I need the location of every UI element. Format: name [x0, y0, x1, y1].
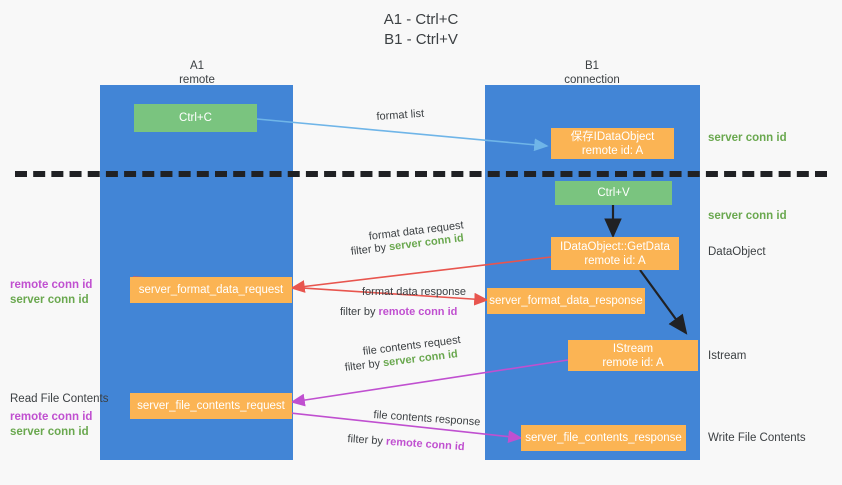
- label-server-conn-id-top: server conn id: [708, 132, 787, 144]
- node-server-format-data-response[interactable]: server_format_data_response: [487, 288, 645, 314]
- node-save-idataobject-line2: remote id: A: [581, 144, 644, 157]
- node-server-format-data-request[interactable]: server_format_data_request: [130, 277, 292, 303]
- label-istream: Istream: [708, 350, 747, 362]
- edge-label-file-contents-response-filter: filter by remote conn id: [347, 432, 465, 455]
- phase-divider: [15, 171, 827, 177]
- label-server-conn-id-mid: server conn id: [708, 210, 787, 222]
- node-idataobject-getdata[interactable]: IDataObject::GetData remote id: A: [551, 237, 679, 270]
- node-ctrl-c[interactable]: Ctrl+C: [134, 104, 257, 132]
- diagram-title: A1 - Ctrl+C B1 - Ctrl+V: [0, 10, 842, 50]
- node-ctrl-v-label: Ctrl+V: [597, 187, 630, 199]
- label-dataobject: DataObject: [708, 246, 766, 258]
- filter-value: remote conn id: [385, 435, 466, 454]
- column-b1-name: B1: [584, 60, 600, 72]
- label-format-remote-conn-id: remote conn id: [10, 279, 93, 291]
- title-line-2: B1 - Ctrl+V: [384, 31, 458, 48]
- label-read-file-contents: Read File Contents: [10, 393, 109, 405]
- node-save-idataobject[interactable]: 保存IDataObject remote id: A: [551, 128, 674, 159]
- column-header-a1: A1 remote: [107, 59, 287, 87]
- edge-label-file-contents-response: file contents response: [373, 408, 481, 429]
- edge-label-format-data-response: format data response: [362, 286, 466, 298]
- filter-prefix: filter by: [344, 357, 384, 374]
- label-write-file-contents: Write File Contents: [708, 432, 806, 444]
- node-save-idataobject-line1: 保存IDataObject: [570, 130, 655, 143]
- label-file-server-conn-id: server conn id: [10, 426, 89, 438]
- filter-prefix: filter by: [340, 306, 379, 318]
- label-format-server-conn-id: server conn id: [10, 294, 89, 306]
- title-line-1: A1 - Ctrl+C: [383, 11, 459, 28]
- node-server-file-contents-response-label: server_file_contents_response: [525, 432, 682, 444]
- node-server-file-contents-request-label: server_file_contents_request: [137, 400, 285, 412]
- node-server-format-data-request-label: server_format_data_request: [138, 284, 284, 296]
- filter-prefix: filter by: [347, 432, 387, 448]
- filter-value: remote conn id: [378, 306, 458, 318]
- node-istream-line2: remote id: A: [602, 356, 664, 369]
- column-a1-name: A1: [189, 60, 205, 72]
- node-ctrl-c-label: Ctrl+C: [179, 112, 212, 124]
- column-a1-sub: remote: [179, 74, 215, 86]
- node-ctrl-v[interactable]: Ctrl+V: [555, 181, 672, 205]
- node-server-format-data-response-label: server_format_data_response: [489, 295, 643, 307]
- edge-label-format-list: format list: [376, 107, 425, 123]
- node-idataobject-getdata-line1: IDataObject::GetData: [560, 240, 670, 253]
- node-istream[interactable]: IStream remote id: A: [568, 340, 698, 371]
- filter-prefix: filter by: [350, 241, 390, 258]
- node-server-file-contents-request[interactable]: server_file_contents_request: [130, 393, 292, 419]
- label-file-remote-conn-id: remote conn id: [10, 411, 93, 423]
- node-istream-line1: IStream: [612, 342, 654, 355]
- column-header-b1: B1 connection: [502, 59, 682, 87]
- column-b1-sub: connection: [564, 74, 620, 86]
- node-server-file-contents-response[interactable]: server_file_contents_response: [521, 425, 686, 451]
- edge-label-format-data-response-filter: filter by remote conn id: [340, 305, 457, 320]
- node-idataobject-getdata-line2: remote id: A: [584, 254, 646, 267]
